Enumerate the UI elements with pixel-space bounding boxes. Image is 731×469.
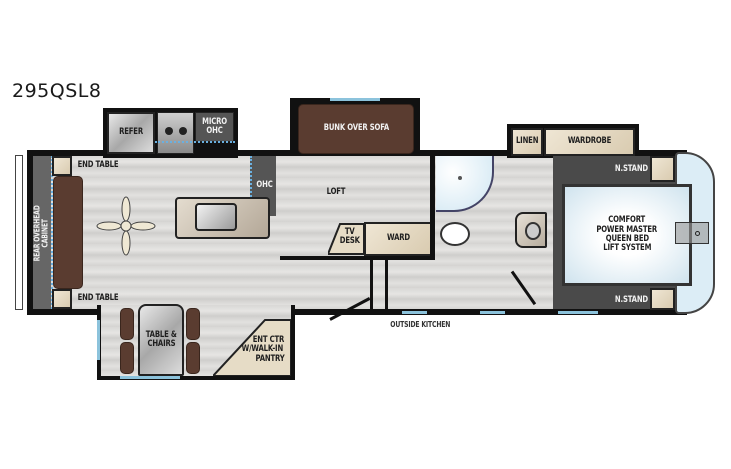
desk-label: DESK [339,236,360,247]
sink-basin-icon [525,222,541,240]
entertainment-center[interactable]: ENT CTR W/WALK-IN PANTRY [213,318,291,376]
wardrobe-label: WARDROBE [567,136,612,147]
window [558,311,598,314]
end-table-bottom-label: END TABLE [77,293,119,303]
ceiling-fan-icon [95,195,157,257]
ward-label: WARD [386,233,410,244]
interior-wall [280,256,435,260]
ent-ctr-label: ENT CTR [252,335,285,345]
window [330,98,380,101]
table-label: TABLE & [145,329,177,340]
linen-closet[interactable]: LINEN [511,128,543,156]
refrigerator[interactable]: REFER [107,112,155,154]
stair-wall [370,260,373,310]
bed-storage-hatch[interactable] [675,222,709,244]
wardrobe-small[interactable]: WARD [364,222,432,256]
window [480,311,505,314]
burner-icon [179,127,187,135]
nstand-top-label: N.STAND [614,164,648,174]
end-table-top[interactable] [52,156,72,176]
rear-cabinet-strip [33,156,51,309]
rear-overhead-cabinet-label: REAR OVERHEAD CABINET [32,205,50,262]
toilet[interactable] [440,222,470,246]
rear-window [15,155,23,310]
end-table-bottom[interactable] [52,289,72,309]
sink[interactable] [195,203,237,231]
window [120,376,180,379]
window [402,311,427,314]
micro-label: MICRO [202,116,227,127]
queen-bed[interactable]: COMFORT POWER MASTER QUEEN BED LIFT SYST… [562,184,692,286]
bed-label-4: LIFT SYSTEM [602,243,652,254]
nstand-bottom-label: N.STAND [614,295,648,305]
drain-icon [458,176,462,180]
bunk-over-sofa[interactable]: BUNK OVER SOFA [298,104,414,154]
linen-label: LINEN [515,136,539,147]
loft-floor [280,156,430,226]
bed-label-1: COMFORT [608,215,646,226]
wardrobe[interactable]: WARDROBE [544,128,635,156]
bed-label-3: QUEEN BED [605,234,649,244]
rear-sofa[interactable] [53,176,83,289]
nightstand-top[interactable] [650,156,675,182]
chairs-label: CHAIRS [147,339,175,349]
bath-wall [430,150,435,260]
ohc-label: OHC [206,126,223,136]
end-table-top-label: END TABLE [77,160,119,170]
tv-label: TV [344,227,355,237]
stove[interactable] [157,112,194,154]
stair-wall [385,260,388,310]
bath-sink[interactable] [515,212,547,248]
chair[interactable] [120,308,134,340]
chair[interactable] [186,308,200,340]
rear-divider [51,156,53,309]
refer-label: REFER [119,127,143,138]
model-number: 295QSL8 [12,80,102,102]
bunk-over-sofa-label: BUNK OVER SOFA [323,123,389,134]
dining-table[interactable]: TABLE & CHAIRS [138,304,184,376]
ohc-label: OHC [255,180,273,191]
loft-label: LOFT [326,187,346,197]
outside-kitchen-label: OUTSIDE KITCHEN [390,320,451,329]
nightstand-bottom[interactable] [650,288,675,310]
pantry-label: PANTRY [255,353,285,364]
chair[interactable] [120,342,134,374]
microwave-ohc[interactable]: MICRO OHC [195,112,234,142]
walk-in-label: W/WALK-IN [241,344,284,355]
kitchen-counter [155,141,235,143]
bed-label-2: POWER MASTER [596,224,658,235]
burner-icon [165,127,173,135]
window [97,320,100,360]
chair[interactable] [186,342,200,374]
tv-desk[interactable]: TV DESK [328,222,364,256]
